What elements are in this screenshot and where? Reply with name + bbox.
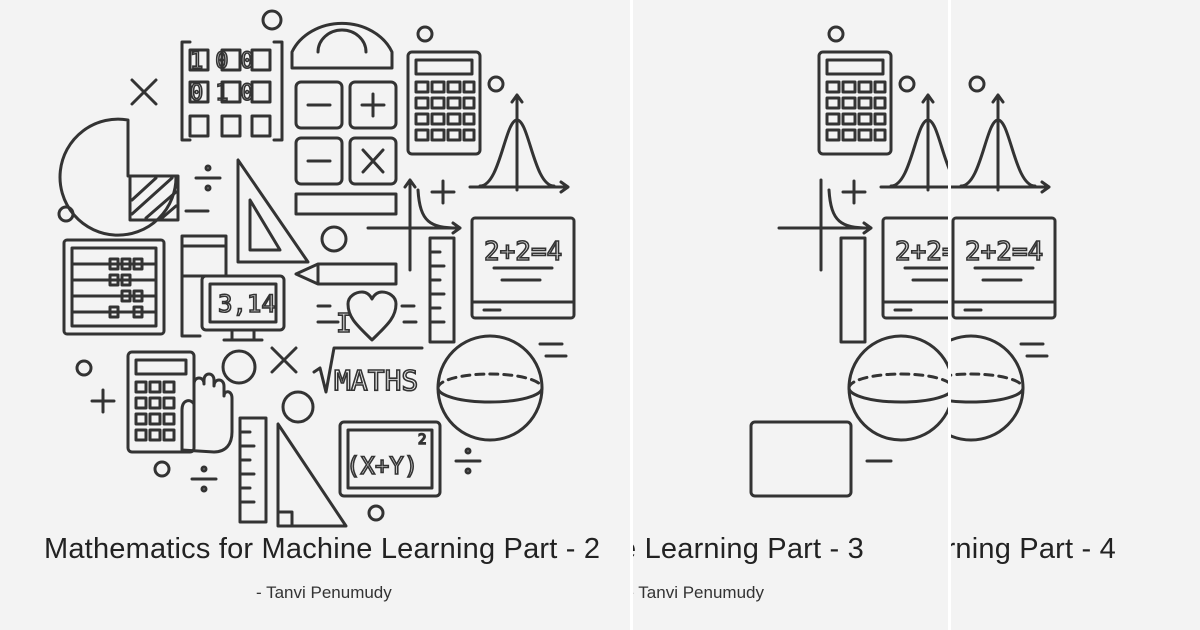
circle-icon <box>75 359 93 377</box>
multiply-icon <box>130 78 158 106</box>
pi-text: 3,14 <box>218 290 276 318</box>
article-title[interactable]: Mathematics for Machine Learning Part - … <box>44 533 601 565</box>
circle-icon <box>221 349 257 385</box>
graph-icon <box>366 178 462 272</box>
binomial-text: (X+Y) <box>346 452 418 480</box>
circle-icon <box>261 9 283 31</box>
pencil-icon <box>294 262 398 286</box>
article-author: - Tanvi Penumudy <box>256 583 392 602</box>
set-square-icon <box>236 158 310 264</box>
sqrt-icon <box>312 346 424 394</box>
protractor-icon <box>290 21 394 70</box>
math-icons-illustration: 2+2=4 <box>951 75 1057 442</box>
article-title[interactable]: Mathematics for Machine Learning Part - … <box>632 533 864 565</box>
article-author: - Tanvi Penumudy <box>632 583 764 602</box>
heart-icon <box>346 290 398 342</box>
multiply-icon <box>270 346 298 374</box>
circle-icon <box>153 460 171 478</box>
plus-icon <box>430 179 456 205</box>
circle-icon <box>416 25 434 43</box>
article-title[interactable]: Mathematics for Machine Learning Part - … <box>951 533 1116 565</box>
circle-icon <box>487 75 505 93</box>
circle-icon <box>367 504 385 522</box>
abacus-icon <box>62 238 166 336</box>
math-icons-illustration: 2+2=4 <box>749 25 950 498</box>
ruler-icon <box>238 416 268 524</box>
svg-text:2+2=4: 2+2=4 <box>895 237 950 267</box>
matrix-row: 010 <box>190 81 266 106</box>
matrix-icon <box>180 40 284 142</box>
exponent-text: 2 <box>418 432 426 448</box>
triangle-icon <box>276 422 348 528</box>
card-divider <box>948 0 951 630</box>
math-icons-illustration: 100 010 2+2=4 3,14 I MATHS (X+Y) 2 <box>57 9 576 528</box>
chalkboard-icon <box>470 216 576 320</box>
love-text: I <box>336 309 352 339</box>
matrix-row: 100 <box>190 49 266 74</box>
plus-icon <box>90 388 116 414</box>
svg-text:2+2=4: 2+2=4 <box>965 237 1043 267</box>
article-card-1[interactable]: 100 010 2+2=4 3,14 I MATHS (X+Y) 2 Mathe… <box>0 0 632 630</box>
ruler-icon <box>428 236 456 344</box>
bell-curve-icon <box>468 93 570 194</box>
article-card-2[interactable]: 2+2=4 Mathematics for Machine Learning P… <box>632 0 950 630</box>
formula-board-icon <box>338 420 442 498</box>
pie-chart-icon <box>58 117 180 237</box>
equation-text: 2+2=4 <box>484 237 562 267</box>
circle-icon <box>320 225 348 253</box>
calculator-icon <box>406 50 482 156</box>
maths-text: MATHS <box>334 364 418 397</box>
monitor-icon <box>200 274 286 342</box>
card-divider <box>630 0 633 630</box>
circle-icon <box>281 390 315 424</box>
hand-icon <box>180 372 234 454</box>
article-card-3[interactable]: 2+2=4 Mathematics for Machine Learning P… <box>951 0 1200 630</box>
sphere-icon <box>436 334 544 442</box>
